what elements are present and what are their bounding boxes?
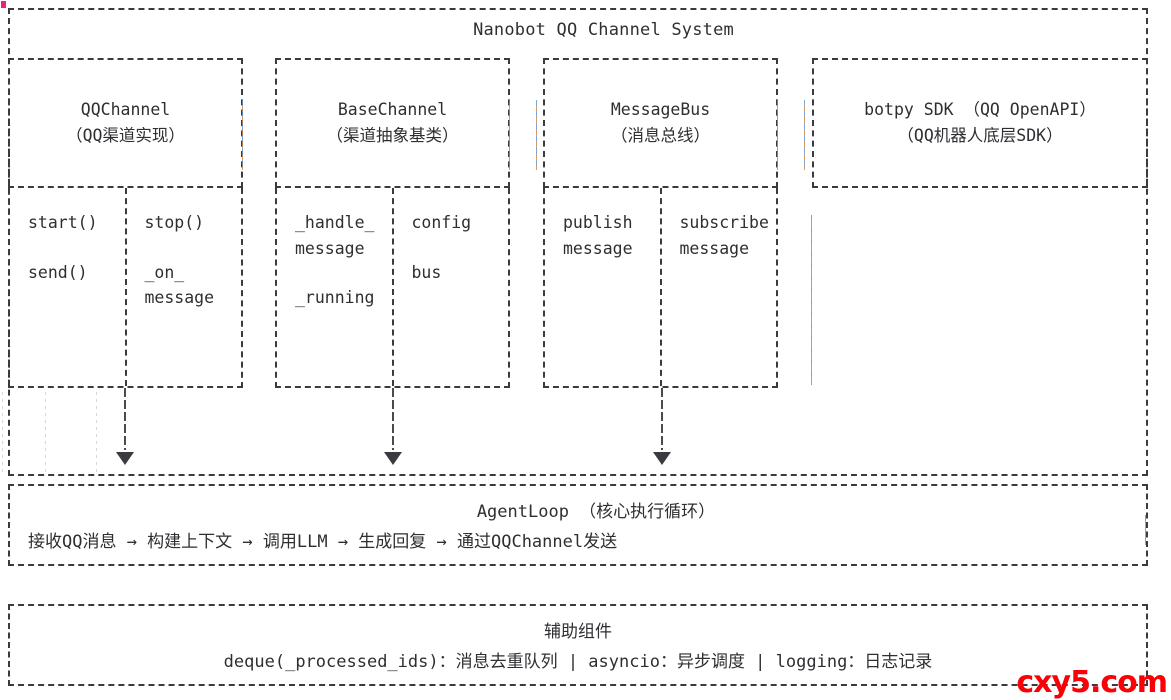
component-subtitle: （QQ机器人底层SDK） [897,126,1063,145]
connector-line-basechannel [392,388,394,450]
component-subtitle: （消息总线） [611,126,710,145]
method-item[interactable]: start() [28,213,98,232]
method-column-left: start() send() [10,188,125,386]
ghost-line [777,100,778,170]
system-title: Nanobot QQ Channel System [473,20,734,40]
ghost-line [242,100,243,170]
guide-line [2,392,3,474]
method-item[interactable]: _on_ message [144,262,215,308]
method-item[interactable]: _running [295,288,375,308]
helpers-items: deque(_processed_ids)：消息去重队列 | asyncio：异… [223,651,933,672]
corner-marker [1,1,6,8]
component-header: BaseChannel （渠道抽象基类） [275,58,510,188]
ghost-line [1145,515,1146,545]
component-name: botpy SDK （QQ OpenAPI） [864,100,1096,120]
component-header: botpy SDK （QQ OpenAPI） （QQ机器人底层SDK） [812,58,1148,188]
guide-line [96,392,97,474]
method-item[interactable]: _handle_ message [295,213,375,258]
component-name: QQChannel [80,100,171,120]
method-column-right: config bus [391,188,509,386]
guide-line [45,392,46,474]
ghost-line [509,100,510,170]
method-item[interactable]: publish message [563,213,633,258]
watermark: cxy5.com [1016,665,1168,700]
method-item[interactable]: stop() [144,213,205,232]
method-column-left: publish message [545,188,660,386]
helpers-title: 辅助组件 [544,622,612,642]
ghost-line [811,215,812,385]
arrow-head-qqchannel [116,452,134,465]
method-item[interactable]: send() [28,262,88,282]
method-column-right: stop() _on_ message [124,188,242,386]
method-item[interactable]: bus [411,262,442,282]
method-item[interactable]: subscribe message [679,213,769,258]
component-methods: _handle_ message _running config bus [275,188,510,388]
component-header: QQChannel （QQ渠道实现） [8,58,243,188]
component-name: BaseChannel [337,100,448,120]
arrow-head-messagebus [653,452,671,465]
connector-line-messagebus [661,388,663,450]
component-methods: start() send() stop() _on_ message [8,188,243,388]
ghost-line [536,100,537,170]
component-methods: publish message subscribe message [543,188,778,388]
agentloop-panel[interactable]: AgentLoop （核心执行循环） 接收QQ消息 → 构建上下文 → 调用LL… [8,484,1148,566]
component-header: MessageBus （消息总线） [543,58,778,188]
arrow-head-basechannel [384,452,402,465]
component-subtitle: （QQ渠道实现） [66,126,185,145]
method-column-left: _handle_ message _running [277,188,392,386]
ghost-line [804,100,805,170]
method-column-right: subscribe message [659,188,777,386]
agentloop-title: AgentLoop （核心执行循环） [476,502,716,522]
component-subtitle: （渠道抽象基类） [326,126,459,145]
method-item[interactable]: config [411,213,472,232]
component-name: MessageBus [610,100,711,120]
agentloop-flow: 接收QQ消息 → 构建上下文 → 调用LLM → 生成回复 → 通过QQChan… [28,531,618,552]
helper-components-panel[interactable]: 辅助组件 deque(_processed_ids)：消息去重队列 | asyn… [8,604,1148,686]
connector-line-qqchannel [124,388,126,450]
